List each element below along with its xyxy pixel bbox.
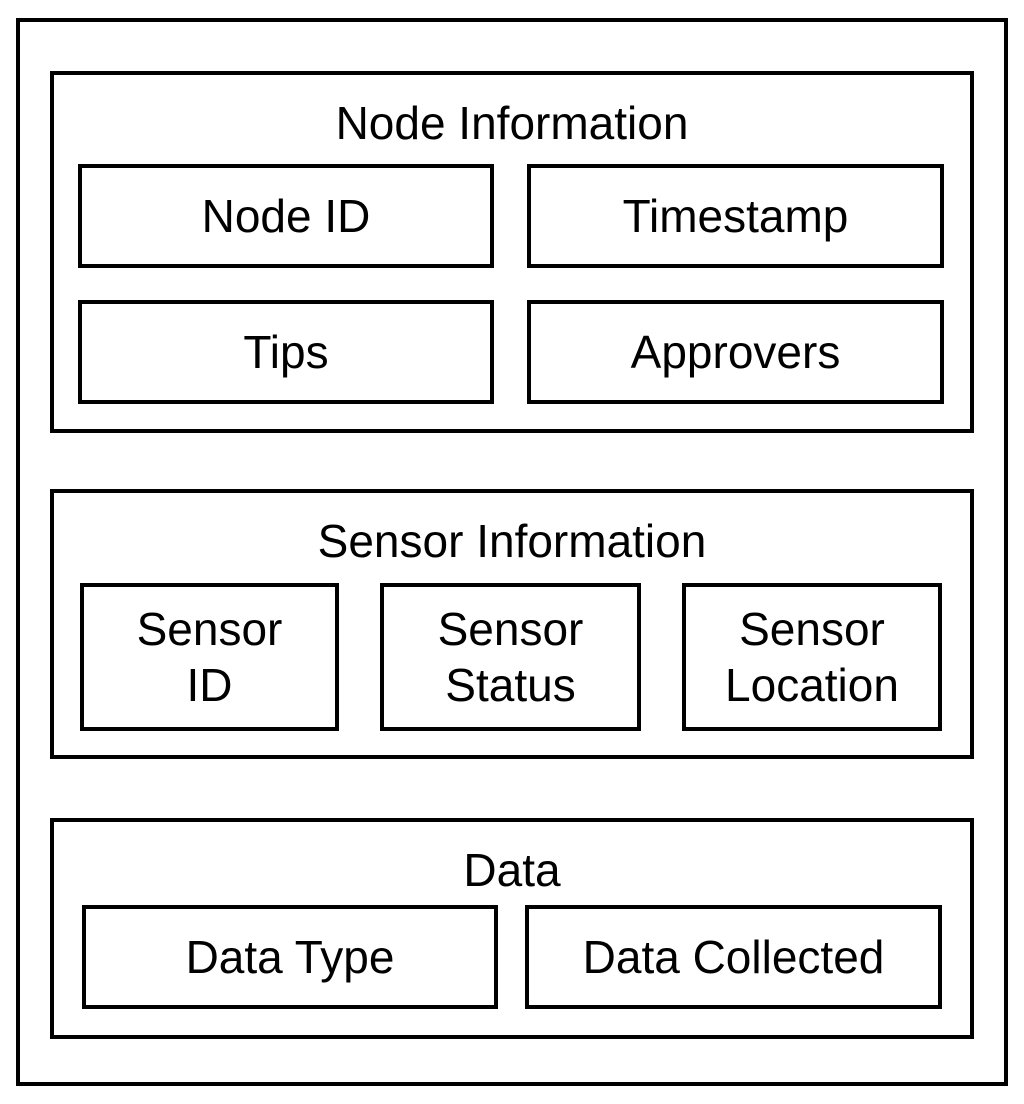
sensor-information-title: Sensor Information [317, 515, 707, 567]
sensor-id-line1: Sensor [136, 603, 283, 655]
timestamp-label: Timestamp [622, 190, 849, 242]
data-collected-label: Data Collected [582, 931, 885, 983]
approvers-label: Approvers [630, 326, 841, 378]
data-title: Data [463, 844, 561, 896]
tips-box: Tips [78, 300, 494, 404]
node-id-label: Node ID [201, 190, 371, 242]
approvers-box: Approvers [527, 300, 944, 404]
data-collected-box: Data Collected [525, 905, 942, 1009]
sensor-id-box: Sensor ID [80, 583, 339, 731]
sensor-status-line2: Status [445, 659, 576, 711]
tips-label: Tips [243, 326, 329, 378]
data-type-label: Data Type [185, 931, 395, 983]
sensor-status-text: Sensor Status [438, 601, 584, 713]
sensor-location-line1: Sensor [739, 603, 885, 655]
sensor-status-box: Sensor Status [380, 583, 641, 731]
data-type-box: Data Type [82, 905, 498, 1009]
sensor-status-line1: Sensor [437, 603, 584, 655]
sensor-id-text: Sensor ID [137, 601, 283, 713]
node-information-title: Node Information [335, 97, 689, 149]
node-id-box: Node ID [78, 164, 494, 268]
sensor-id-line2: ID [186, 659, 233, 711]
sensor-location-box: Sensor Location [682, 583, 942, 731]
timestamp-box: Timestamp [527, 164, 944, 268]
sensor-location-line2: Location [725, 659, 899, 711]
sensor-location-text: Sensor Location [725, 601, 899, 713]
